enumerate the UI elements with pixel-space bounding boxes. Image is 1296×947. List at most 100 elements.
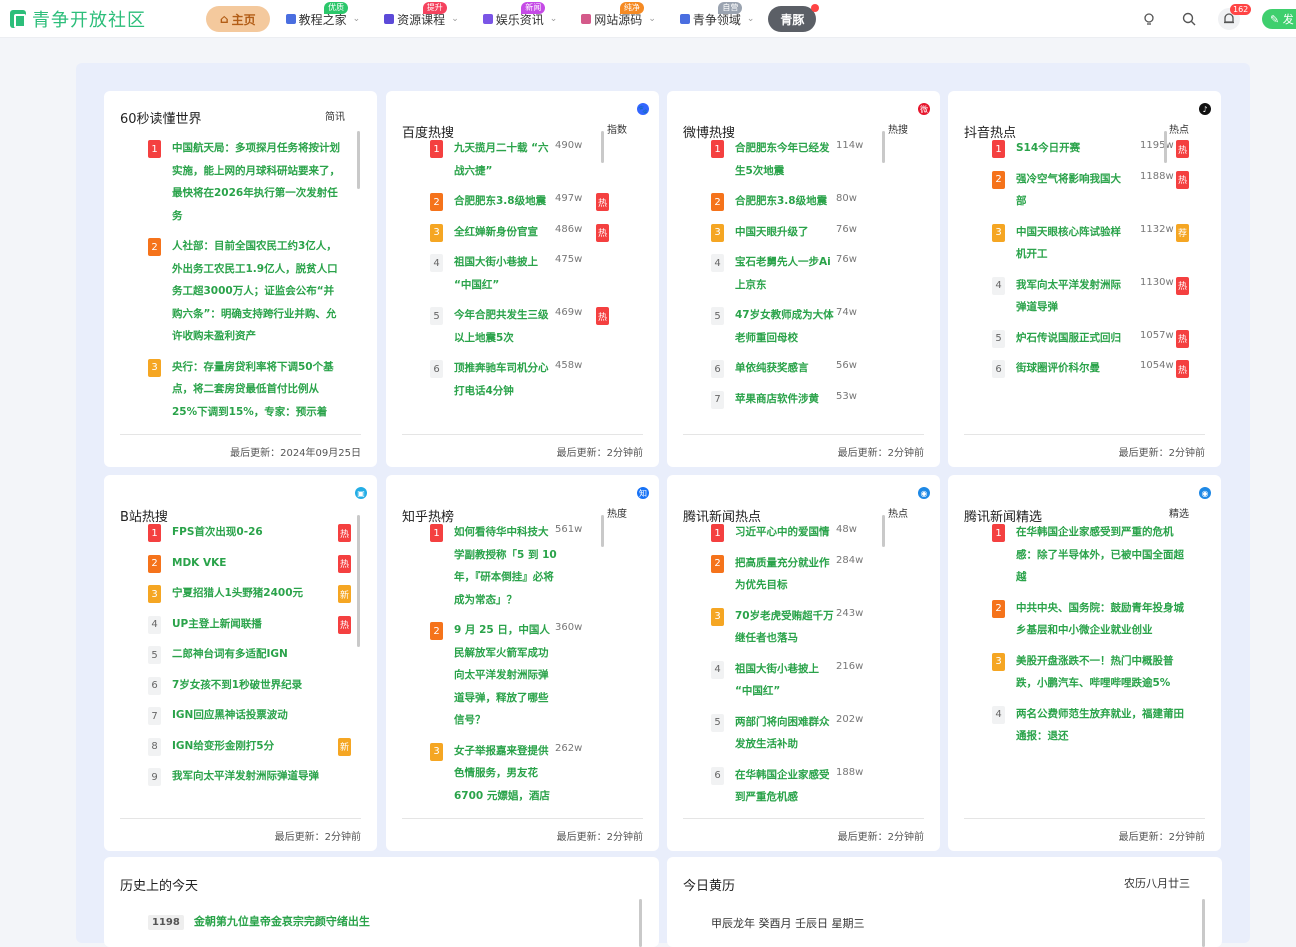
heat-value: 76w [836,223,857,235]
rank-badge: 5 [430,307,443,325]
list-scrollbar[interactable] [882,515,885,547]
list-scrollbar[interactable] [601,131,604,163]
card-tag: 简讯 [325,112,345,123]
rank-badge: 4 [148,615,161,634]
nav-home[interactable]: ⌂主页 [206,6,270,32]
list-scrollbar[interactable] [357,515,360,647]
list-scrollbar[interactable] [882,131,885,163]
almanac-card: 今日黄历 农历八月廿三 甲辰龙年 癸酉月 壬辰日 星期三 [667,857,1222,947]
rank-badge: 5 [992,329,1005,348]
rank-badge: 6 [711,360,724,378]
header-tools: 162 ✎ 发 [1120,4,1296,30]
rank-badge: 2 [430,622,443,640]
history-scrollbar[interactable] [639,899,642,947]
list-scrollbar[interactable] [1164,131,1167,163]
nav-courses[interactable]: 资源课程⌄提升 [374,2,469,32]
platform-logo-icon: 知 [637,487,649,499]
item-title: 70岁老虎受贿超千万继任者也落马 [735,609,834,645]
heat-value: 1130w [1140,276,1174,288]
item-title: 祖国大街小巷披上 “中国红” [735,662,819,698]
almanac-line: 甲辰龙年 癸酉月 壬辰日 星期三 [711,917,865,930]
hot-tag: 热 [1176,276,1189,295]
top-navbar: 青争开放社区 ⌂主页教程之家⌄优质资源课程⌄提升娱乐资讯⌄新闻网站源码⌄纯净青争… [0,0,1296,38]
item-title: 炉石传说国服正式回归 [1016,331,1121,344]
write-post-button[interactable]: ✎ 发 [1262,9,1296,29]
item-title: 中国天眼升级了 [735,225,809,238]
nav-vip[interactable]: 青豚 [768,4,820,32]
nav-qingzheng-domain[interactable]: 青争领域⌄自营 [670,2,765,32]
nav-badge: 自营 [718,2,743,14]
notification-bell-icon[interactable]: 162 [1218,4,1252,30]
heat-value: 80w [836,193,857,204]
item-title: 祖国大街小巷披上 “中国红” [454,256,538,291]
site-logo[interactable]: 青争开放社区 [10,8,146,31]
heat-value: 475w [555,254,583,265]
item-title: 中共中央、国务院：鼓励青年投身城乡基层和中小微企业就业创业 [1016,601,1184,637]
card-tag: 指数 [607,125,627,136]
nav-tutorials[interactable]: 教程之家⌄优质 [276,2,371,32]
heat-value: 188w [836,766,864,778]
platform-logo-icon: ◉ [918,487,930,499]
list-scrollbar[interactable] [357,131,360,189]
almanac-scrollbar[interactable] [1202,899,1205,947]
fire-icon [811,4,820,12]
hot-tag: 热 [596,223,609,242]
hot-tag: 热 [1176,170,1189,189]
list-scrollbar[interactable] [601,515,604,547]
nav-entertainment[interactable]: 娱乐资讯⌄新闻 [473,2,568,32]
rank-badge: 3 [711,607,724,626]
nav-source-code[interactable]: 网站源码⌄纯净 [571,2,666,32]
search-icon[interactable] [1178,8,1200,30]
rank-badge: 2 [992,170,1005,189]
card-title: 60秒读懂世界 [120,112,202,127]
theme-toggle-icon[interactable] [1138,8,1160,30]
rank-badge: 2 [148,554,161,573]
